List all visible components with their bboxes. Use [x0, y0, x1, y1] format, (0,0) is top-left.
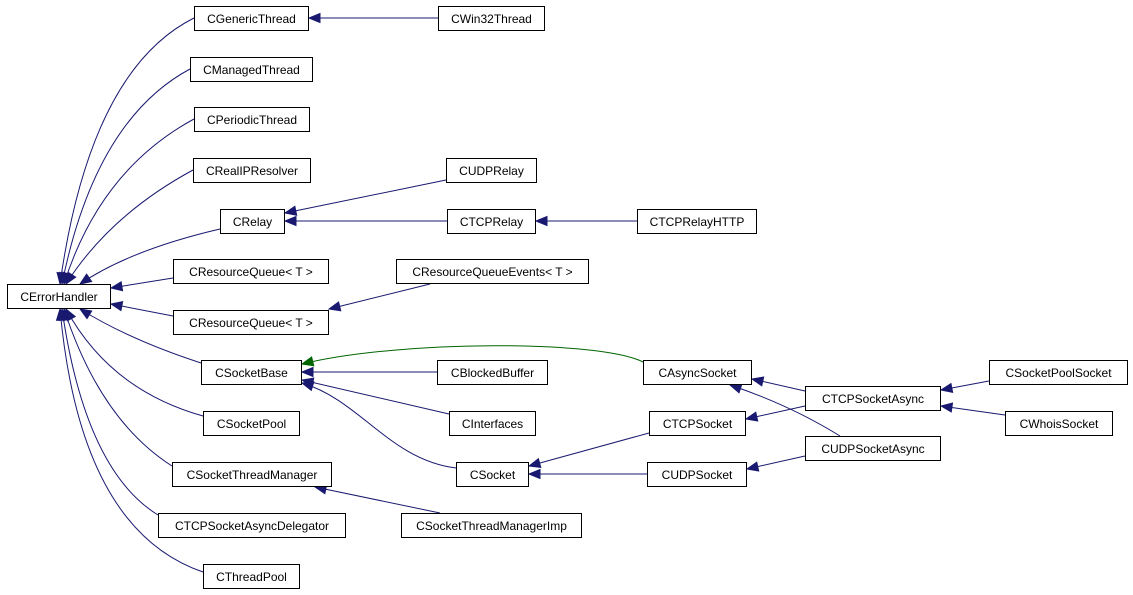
edge-arrowhead — [939, 382, 954, 394]
edge-ctcprelay-to-crelay — [283, 215, 447, 227]
edge-arrowhead — [527, 468, 541, 480]
edge-csocket-thread-manager-imp-to-csocket-thread-manager — [313, 484, 441, 514]
edge-cudpsocket-async-to-cudpsocket — [745, 455, 806, 472]
edge-line — [301, 345, 644, 365]
class-node-csocket[interactable]: CSocket — [456, 462, 529, 487]
class-node-ctcpsocket[interactable]: CTCPSocket — [649, 411, 746, 436]
edge-arrowhead — [534, 215, 548, 227]
edge-arrowhead — [527, 457, 542, 469]
edge-cudprelay-to-crelay — [283, 179, 447, 216]
class-node-cresource-queue2[interactable]: CResourceQueue< T > — [173, 310, 329, 335]
edge-line — [729, 384, 841, 437]
class-node-creal-ipresolver[interactable]: CRealIPResolver — [193, 158, 311, 183]
edge-arrowhead — [109, 280, 124, 292]
class-node-cinterfaces[interactable]: CInterfaces — [449, 411, 536, 436]
edge-ctcpsocket-async-to-casync-socket — [750, 376, 806, 392]
edge-csocket-base-to-cerror-handler — [78, 308, 202, 364]
edge-arrowhead — [939, 402, 954, 413]
class-node-cerror-handler[interactable]: CErrorHandler — [7, 284, 111, 309]
class-node-casync-socket[interactable]: CAsyncSocket — [643, 360, 752, 385]
edge-arrowhead — [745, 461, 760, 472]
edge-arrowhead — [307, 12, 321, 24]
edge-ctcpsocket-async-to-ctcpsocket — [744, 405, 806, 422]
class-node-csocket-pool-socket[interactable]: CSocketPoolSocket — [989, 360, 1128, 385]
edge-line — [328, 283, 431, 310]
edge-arrowhead — [65, 271, 77, 286]
class-node-cresource-queue-events[interactable]: CResourceQueueEvents< T > — [396, 259, 589, 284]
edge-cwhois-socket-to-ctcpsocket-async — [939, 402, 1006, 416]
edge-line — [59, 308, 204, 573]
edge-line — [79, 308, 202, 364]
edge-line — [63, 118, 195, 285]
edge-arrowhead — [750, 376, 765, 387]
class-node-ctcpsocket-async[interactable]: CTCPSocketAsync — [805, 386, 941, 411]
class-node-cthread-pool[interactable]: CThreadPool — [203, 564, 300, 589]
edge-cthread-pool-to-cerror-handler — [55, 307, 204, 573]
edge-csocket-thread-manager-to-cerror-handler — [62, 307, 173, 467]
edge-csocket-to-csocket-base — [300, 381, 457, 469]
edge-arrowhead — [300, 366, 314, 378]
edge-cresource-queue1-to-cerror-handler — [109, 277, 174, 292]
edge-line — [79, 228, 221, 285]
edge-arrowhead — [327, 301, 342, 312]
edge-arrowhead — [744, 411, 759, 422]
edge-line — [63, 308, 173, 467]
class-node-ctcprelay-http[interactable]: CTCPRelayHTTP — [637, 209, 757, 234]
edge-cmanaged-thread-to-cerror-handler — [59, 68, 191, 286]
edge-line — [61, 308, 159, 516]
edge-arrowhead — [78, 273, 93, 285]
edge-cgeneric-thread-to-cerror-handler — [56, 17, 195, 286]
edge-ctcpsocket-async-delegator-to-cerror-handler — [58, 307, 159, 516]
edge-creal-ipresolver-to-cerror-handler — [65, 169, 194, 286]
class-node-csocket-thread-manager[interactable]: CSocketThreadManager — [172, 462, 332, 487]
edge-csocket-pool-socket-to-ctcpsocket-async — [939, 380, 990, 394]
edge-cresource-queue-events-to-cresource-queue2 — [327, 283, 431, 312]
edge-line — [61, 68, 191, 285]
edge-line — [65, 169, 194, 285]
edge-line — [301, 382, 457, 469]
edge-arrowhead — [728, 383, 743, 394]
edge-cwin32-thread-to-cgeneric-thread — [307, 12, 438, 24]
edge-cudpsocket-to-csocket — [527, 468, 647, 480]
class-node-cperiodic-thread[interactable]: CPeriodicThread — [194, 107, 310, 132]
class-node-cudpsocket[interactable]: CUDPSocket — [647, 462, 747, 487]
edge-arrowhead — [283, 215, 297, 227]
class-node-cwhois-socket[interactable]: CWhoisSocket — [1005, 411, 1113, 436]
class-node-ctcprelay[interactable]: CTCPRelay — [447, 209, 536, 234]
edge-arrowhead — [109, 301, 124, 312]
edge-arrowhead — [78, 308, 93, 320]
class-node-csocket-base[interactable]: CSocketBase — [201, 360, 302, 385]
edge-ctcpsocket-to-csocket — [527, 432, 650, 469]
edge-cinterfaces-to-csocket-base — [300, 377, 450, 415]
edge-casync-socket-to-csocket-base — [300, 345, 644, 367]
class-node-cmanaged-thread[interactable]: CManagedThread — [190, 57, 313, 82]
edge-line — [65, 308, 204, 417]
edge-crelay-to-cerror-handler — [78, 228, 221, 285]
edge-arrowhead — [300, 356, 315, 367]
edge-line — [314, 486, 441, 514]
class-node-cwin32-thread[interactable]: CWin32Thread — [438, 6, 545, 31]
edge-line — [301, 379, 450, 415]
edge-ctcprelay-http-to-ctcprelay — [534, 215, 637, 227]
class-node-csocket-thread-manager-imp[interactable]: CSocketThreadManagerImp — [401, 513, 582, 538]
edge-line — [284, 179, 447, 214]
edge-arrowhead — [283, 205, 298, 216]
class-node-csocket-pool[interactable]: CSocketPool — [203, 411, 300, 436]
class-node-cudprelay[interactable]: CUDPRelay — [446, 158, 537, 183]
edge-line — [528, 432, 650, 467]
class-node-cudpsocket-async[interactable]: CUDPSocketAsync — [805, 436, 941, 461]
edge-cblocked-buffer-to-csocket-base — [300, 366, 437, 378]
class-node-ctcpsocket-async-delegator[interactable]: CTCPSocketAsyncDelegator — [158, 513, 346, 538]
edge-arrowhead — [55, 307, 67, 321]
class-node-cblocked-buffer[interactable]: CBlockedBuffer — [437, 360, 548, 385]
edge-arrowhead — [300, 381, 315, 392]
class-node-cresource-queue1[interactable]: CResourceQueue< T > — [173, 259, 329, 284]
class-node-cgeneric-thread[interactable]: CGenericThread — [194, 6, 309, 31]
edge-cresource-queue2-to-cerror-handler — [109, 301, 174, 317]
edge-line — [59, 17, 195, 285]
class-node-crelay[interactable]: CRelay — [220, 209, 285, 234]
